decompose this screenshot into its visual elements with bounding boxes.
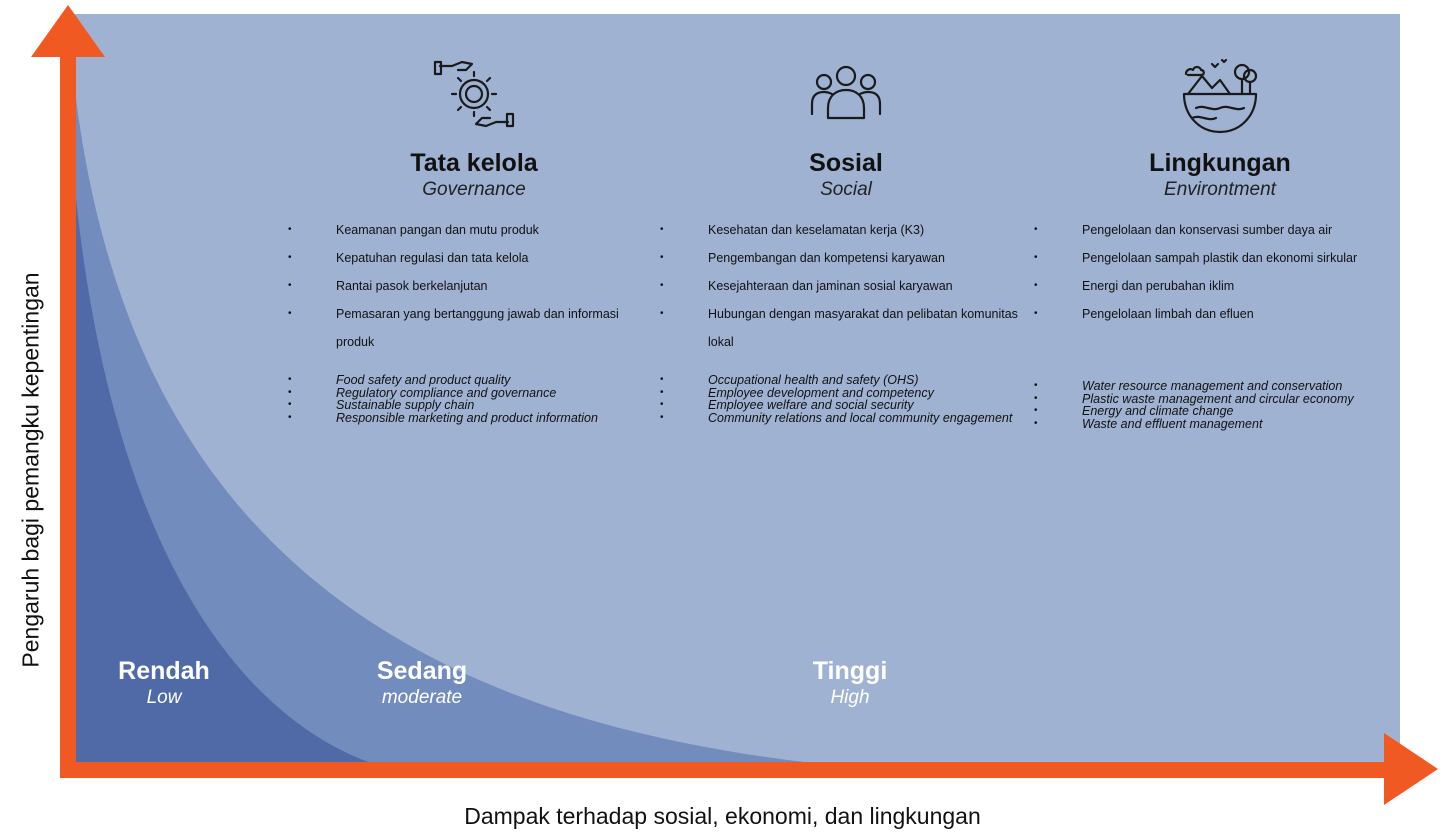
list-item: Hubungan dengan masyarakat dan pelibatan… bbox=[656, 300, 1036, 356]
column-title: Tata kelola bbox=[410, 149, 538, 177]
column-subtitle: Environtment bbox=[1164, 179, 1276, 200]
list-item: Kesehatan dan keselamatan kerja (K3) bbox=[656, 216, 1036, 244]
list-item: Community relations and local community … bbox=[656, 411, 1036, 425]
list-item: Pengembangan dan kompetensi karyawan bbox=[656, 244, 1036, 272]
band-low bbox=[70, 130, 380, 766]
hands-gear-icon bbox=[433, 60, 515, 128]
level-moderate-subtitle: moderate bbox=[381, 687, 463, 708]
list-item: Regulatory compliance and governance bbox=[284, 386, 664, 400]
column-subtitle: Governance bbox=[422, 179, 526, 200]
list-item: Occupational health and safety (OHS) bbox=[656, 374, 1036, 387]
column-environment: Lingkungan Environtment Pengelolaan dan … bbox=[1030, 52, 1410, 430]
list-item: Employee welfare and social security bbox=[656, 399, 1036, 412]
list-item: Pengelolaan sampah plastik dan ekonomi s… bbox=[1030, 244, 1410, 272]
level-low: Rendah Low bbox=[84, 656, 244, 710]
y-axis-line bbox=[60, 48, 76, 777]
level-low-subtitle: Low bbox=[146, 687, 182, 708]
list-item: Responsible marketing and product inform… bbox=[284, 411, 664, 425]
column-social: Sosial Social Kesehatan dan keselamatan … bbox=[656, 52, 1036, 424]
indonesian-topic-list: Kesehatan dan keselamatan kerja (K3) Pen… bbox=[656, 216, 1036, 356]
list-item: Pemasaran yang bertanggung jawab dan inf… bbox=[284, 300, 664, 356]
column-subtitle: Social bbox=[820, 179, 872, 200]
english-topic-list: Occupational health and safety (OHS) Emp… bbox=[656, 374, 1036, 424]
y-axis-label: Pengaruh bagi pemangku kepentingan bbox=[17, 272, 44, 668]
earth-nature-icon bbox=[1182, 58, 1258, 134]
y-axis-arrowhead bbox=[31, 5, 105, 57]
indonesian-topic-list: Pengelolaan dan konservasi sumber daya a… bbox=[1030, 216, 1410, 328]
list-item: Food safety and product quality bbox=[284, 374, 664, 387]
column-title: Sosial bbox=[809, 149, 883, 177]
list-item: Keamanan pangan dan mutu produk bbox=[284, 216, 664, 244]
level-high-title: Tinggi bbox=[812, 657, 888, 685]
level-low-title: Rendah bbox=[118, 657, 210, 685]
list-item: Plastic waste management and circular ec… bbox=[1030, 392, 1410, 406]
x-axis-arrowhead bbox=[1384, 733, 1438, 805]
list-item: Sustainable supply chain bbox=[284, 399, 664, 412]
list-item: Waste and effluent management bbox=[1030, 417, 1410, 431]
level-high-subtitle: High bbox=[830, 687, 870, 708]
list-item: Rantai pasok berkelanjutan bbox=[284, 272, 664, 300]
level-moderate-title: Sedang bbox=[376, 657, 468, 685]
english-topic-list: Water resource management and conservati… bbox=[1030, 380, 1410, 430]
english-topic-list: Food safety and product quality Regulato… bbox=[284, 374, 664, 424]
column-governance: Tata kelola Governance Keamanan pangan d… bbox=[284, 52, 664, 424]
list-item: Employee development and competency bbox=[656, 386, 1036, 400]
list-item: Water resource management and conservati… bbox=[1030, 380, 1410, 393]
list-item: Kesejahteraan dan jaminan sosial karyawa… bbox=[656, 272, 1036, 300]
indonesian-topic-list: Keamanan pangan dan mutu produk Kepatuha… bbox=[284, 216, 664, 356]
x-axis-line bbox=[60, 762, 1395, 778]
list-item: Energy and climate change bbox=[1030, 405, 1410, 418]
list-item: Pengelolaan limbah dan efluen bbox=[1030, 300, 1410, 328]
list-item: Kepatuhan regulasi dan tata kelola bbox=[284, 244, 664, 272]
list-item: Pengelolaan dan konservasi sumber daya a… bbox=[1030, 216, 1410, 244]
people-group-icon bbox=[810, 65, 882, 120]
level-high: Tinggi High bbox=[770, 656, 930, 710]
x-axis-label: Dampak terhadap sosial, ekonomi, dan lin… bbox=[464, 803, 981, 829]
level-moderate: Sedang moderate bbox=[342, 656, 502, 710]
column-title: Lingkungan bbox=[1149, 149, 1291, 177]
list-item: Energi dan perubahan iklim bbox=[1030, 272, 1410, 300]
band-moderate bbox=[70, 42, 840, 766]
